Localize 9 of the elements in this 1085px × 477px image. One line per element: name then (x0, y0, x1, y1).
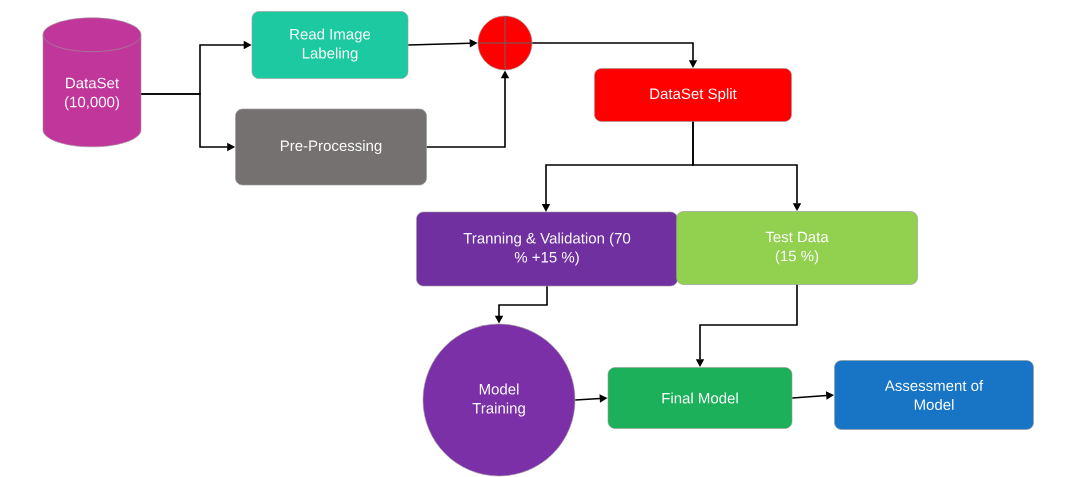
process-box: Final Model (607, 367, 793, 429)
summing-junction (477, 15, 533, 71)
process-box: Read Image Labeling (251, 11, 409, 79)
process-box: Tranning & Validation (70 % +15 %) (416, 211, 678, 287)
database-cylinder: DataSet (10,000) (42, 17, 142, 148)
process-box: Pre-Processing (235, 108, 427, 186)
process-box: DataSet Split (594, 68, 792, 122)
process-box: Test Data (15 %) (676, 211, 918, 285)
process-box: Assessment of Model (834, 360, 1034, 430)
